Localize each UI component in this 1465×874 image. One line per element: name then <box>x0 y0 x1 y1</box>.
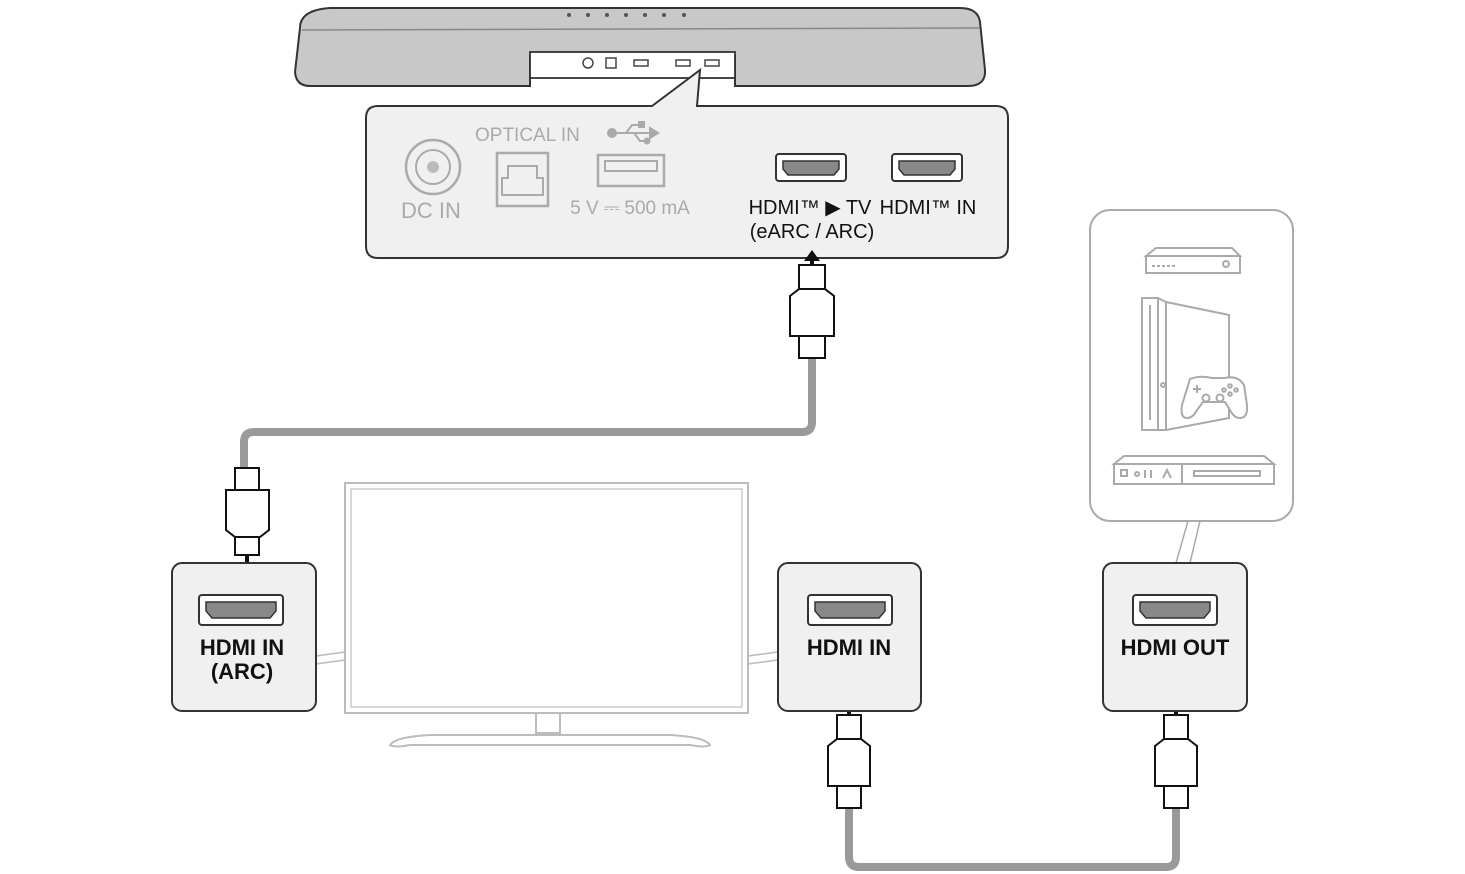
dc-in-port <box>404 138 462 196</box>
hdmi-plug-tv-arc <box>225 467 270 578</box>
hdmi-plug-source <box>1154 697 1198 809</box>
soundbar-hdmi-in-label: HDMI™ IN <box>880 197 977 219</box>
usb-rating-label: 5 V ⎓ 500 mA <box>570 198 690 219</box>
soundbar-hdmi-earc-label: HDMI™ ▶ TV <box>749 197 872 219</box>
tv-hdmi-arc-callout <box>171 562 346 712</box>
gamepad-icon <box>1180 375 1249 420</box>
tv-hdmi-arc-label: HDMI IN <box>200 635 284 660</box>
soundbar-hdmi-earc-sublabel: (eARC / ARC) <box>750 221 874 243</box>
dc-in-label: DC IN <box>401 198 461 223</box>
tv-hdmi-arc-sublabel: (ARC) <box>211 659 273 684</box>
source-hdmi-out-callout <box>1102 562 1248 712</box>
soundbar <box>293 7 987 87</box>
optical-in-port <box>495 151 550 208</box>
tv-hdmi-in-label: HDMI IN <box>807 635 891 660</box>
cable-soundbar-to-tv <box>240 358 816 470</box>
hdmi-plug-tv-hdmi-in <box>827 697 871 809</box>
usb-icon <box>607 121 660 145</box>
set-top-box-icon <box>1143 247 1243 274</box>
tv-hdmi-in-callout <box>747 562 922 712</box>
soundbar-top-buttons <box>567 13 686 17</box>
usb-port <box>596 153 666 188</box>
cable-tv-to-source <box>845 808 1180 871</box>
blu-ray-player-icon <box>1111 455 1277 485</box>
tv <box>344 482 749 748</box>
optical-in-label: OPTICAL IN <box>475 125 580 146</box>
soundbar-hdmi-earc-port <box>775 153 847 182</box>
soundbar-port-callout <box>365 67 1009 259</box>
source-hdmi-out-label: HDMI OUT <box>1121 635 1230 660</box>
soundbar-hdmi-in-port <box>891 153 963 182</box>
game-console-icon <box>1141 297 1230 431</box>
external-devices-panel <box>1089 209 1294 564</box>
hdmi-plug-soundbar <box>789 250 835 359</box>
soundbar-rear-ports <box>582 57 720 69</box>
